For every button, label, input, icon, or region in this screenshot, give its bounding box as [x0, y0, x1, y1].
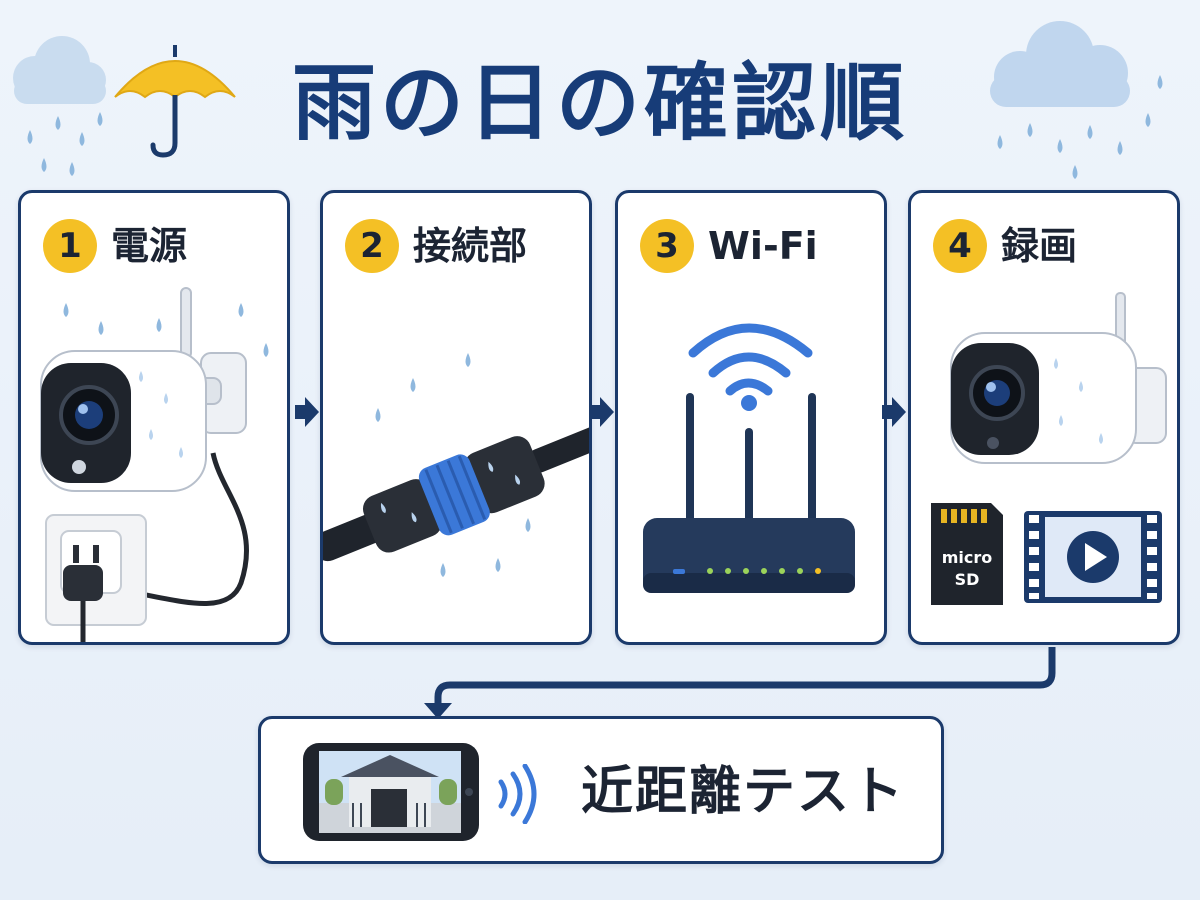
final-step-panel: 近距離テスト: [258, 716, 944, 864]
step-label: Wi-Fi: [708, 224, 818, 268]
smartphone-icon: [303, 743, 479, 841]
step-panel-recording: 4 録画 micro SD: [908, 190, 1180, 645]
rain-cloud-left-icon: [13, 36, 106, 176]
arrow-right-icon: [590, 397, 614, 427]
step-label: 録画: [1001, 224, 1078, 268]
final-step-label: 近距離テスト: [581, 762, 906, 822]
arrow-right-icon: [295, 397, 319, 427]
umbrella-icon: [114, 45, 236, 158]
step-panel-wifi: 3 Wi-Fi: [615, 190, 887, 645]
step-number-badge: 1: [43, 219, 97, 273]
step-number-badge: 2: [345, 219, 399, 273]
step-panel-connector: 2 接続部: [320, 190, 592, 645]
camera-recording-illustration: micro SD: [931, 292, 1167, 605]
rain-cloud-right-icon: [990, 21, 1163, 179]
camera-outlet-illustration: [40, 287, 269, 642]
step-label: 電源: [111, 224, 188, 268]
wifi-router-illustration: [643, 323, 855, 593]
page-title: 雨の日の確認順: [291, 54, 908, 152]
sd-card-line1: micro: [942, 548, 993, 567]
step-number-badge: 4: [933, 219, 987, 273]
step-panel-power: 1 電源: [18, 190, 290, 645]
arrow-right-icon: [882, 397, 906, 427]
step-label: 接続部: [413, 224, 528, 268]
step-number-badge: 3: [640, 219, 694, 273]
wireless-signal-icon: [498, 764, 537, 824]
flow-arrow-down-icon: [424, 647, 1056, 719]
sd-card-line2: SD: [955, 570, 980, 589]
waterproof-connector-illustration: [323, 353, 589, 577]
